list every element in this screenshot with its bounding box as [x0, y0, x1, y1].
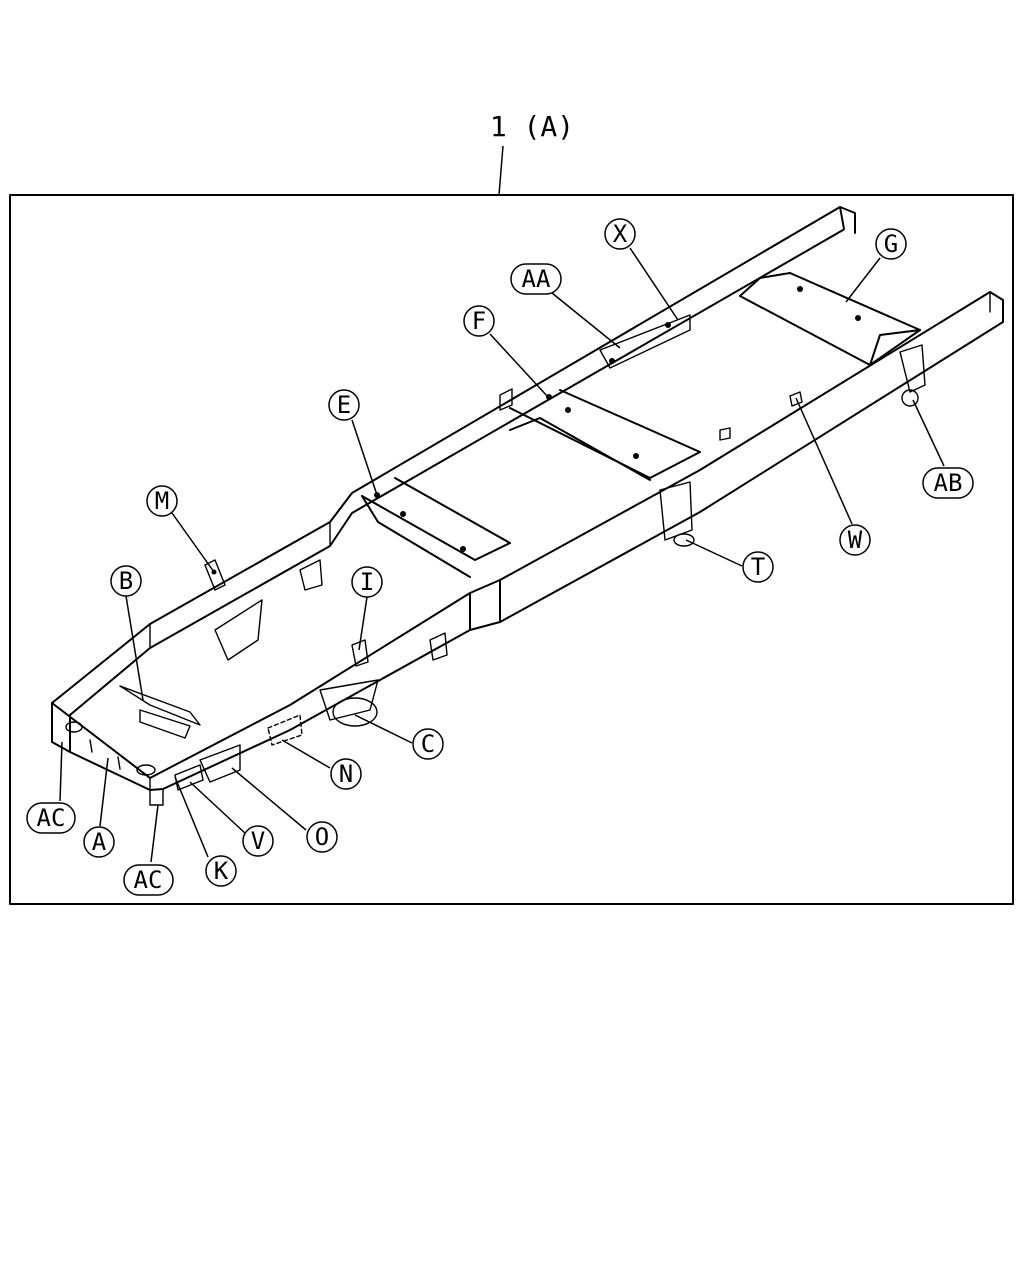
callout-t-label: T	[751, 553, 765, 581]
chassis-frame	[51, 206, 1004, 806]
cross-member-e	[361, 477, 511, 578]
callout-f: F	[463, 305, 495, 337]
callout-ac-left: AC	[26, 802, 76, 834]
callout-t: T	[742, 551, 774, 583]
callout-k-label: K	[214, 857, 229, 885]
callout-n-label: N	[339, 760, 353, 788]
callout-b-label: B	[119, 567, 133, 595]
front-cross-member	[51, 702, 164, 806]
callout-v: V	[242, 825, 274, 857]
callout-i: I	[351, 566, 383, 598]
callout-aa-label: AA	[522, 265, 551, 293]
right-side-rail	[149, 291, 1004, 790]
callout-e-label: E	[337, 391, 351, 419]
callout-ac-left-label: AC	[37, 804, 66, 832]
callout-aa: AA	[510, 263, 562, 295]
callout-w: W	[839, 524, 871, 556]
callout-a: A	[83, 826, 115, 858]
callout-v-label: V	[251, 827, 265, 855]
title-leader	[498, 145, 504, 196]
diagram-border	[9, 194, 1014, 905]
callout-k: K	[205, 855, 237, 887]
callout-o-label: O	[315, 823, 329, 851]
diagram-title: 1 (A)	[490, 110, 574, 143]
callout-w-label: W	[848, 526, 863, 554]
callout-i-label: I	[360, 568, 374, 596]
callout-c: C	[412, 728, 444, 760]
callout-leaders	[59, 247, 945, 863]
callout-ac-bottom-label: AC	[134, 866, 163, 894]
callout-f-label: F	[472, 307, 486, 335]
frame-brackets	[119, 314, 926, 791]
callout-g-label: G	[884, 230, 898, 258]
callout-g: G	[875, 228, 907, 260]
callout-n: N	[330, 758, 362, 790]
callout-e: E	[328, 389, 360, 421]
callout-m: M	[146, 485, 178, 517]
callout-ab-label: AB	[934, 469, 963, 497]
callout-b: B	[110, 565, 142, 597]
cross-member-f	[509, 389, 701, 481]
callout-ab: AB	[922, 467, 974, 499]
callout-c-label: C	[421, 730, 435, 758]
callout-m-label: M	[155, 487, 169, 515]
left-side-rail	[51, 206, 856, 716]
callout-x: X	[604, 218, 636, 250]
callout-o: O	[306, 821, 338, 853]
callout-a-label: A	[92, 828, 107, 856]
callout-x-label: X	[613, 220, 628, 248]
cross-member-g	[739, 272, 921, 366]
callout-ac-bottom: AC	[123, 864, 174, 896]
